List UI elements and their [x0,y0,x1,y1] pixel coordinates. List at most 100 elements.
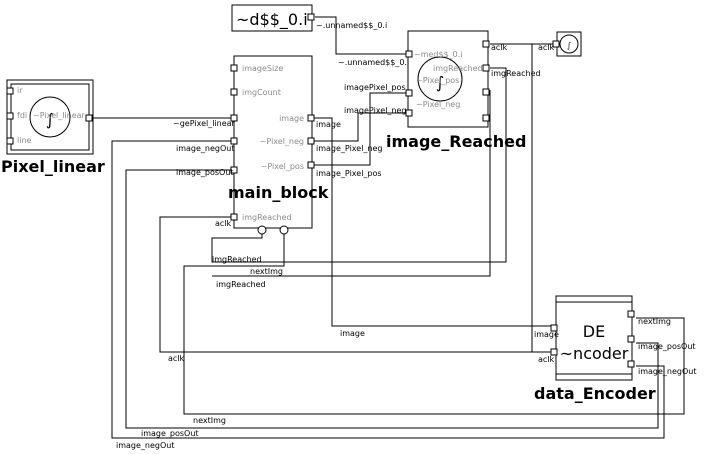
port-label-reached-pixel-neg: ~Pixel_neg [416,100,460,109]
clock-glyph: ∫ [567,41,571,50]
label-nextimg-out: nextImg [638,317,671,326]
port-label-unnamed: ~med$$_0.i [414,50,463,59]
port-reached-out-4[interactable] [482,114,490,122]
port-reached-aclk[interactable] [482,40,490,48]
main-block-title: main_block [228,183,329,202]
constant-frame [231,4,313,32]
port-reached-unnamed[interactable] [405,50,413,58]
label-image-negout-encoder: image_negOut [638,367,697,376]
port-imgreached-in[interactable] [257,225,267,235]
port-ir[interactable] [6,87,14,95]
pixel-linear-title: Pixel_linear [1,157,105,176]
port-encoder-posout[interactable] [627,335,635,343]
constant-text: ~d$$_0.i [236,10,308,30]
integral-icon [417,56,463,102]
integral-glyph: ∫ [46,110,54,129]
port-reached-imgreached[interactable] [482,64,490,72]
label-imgreached-1: imgReached [212,255,262,264]
port-nextimg-in[interactable] [279,225,289,235]
label-aclk-encoder: aclk [538,355,555,364]
label-image-pixel-neg: image_Pixel_neg [316,144,383,153]
port-pixel-pos-out[interactable] [307,161,315,169]
label-nextimg-1: nextImg [250,267,283,276]
integral-icon [29,96,71,138]
block-pixel-linear[interactable]: ∫ ir fdi line ~Pixel_linear Pixel_linear [1,79,105,176]
label-image-posout-bottom: image_posOut [141,429,199,438]
label-imagepixel-pos: imagePixel_pos [344,83,406,92]
encoder-text-ncoder: ~ncoder [560,344,629,363]
label-image-posout-encoder: image_posOut [638,342,696,351]
port-label-reached-imgreached: imgReached [433,64,483,73]
label-unnamed-top: ~.unnamed$$_0.i [316,21,387,30]
port-constant-out[interactable] [307,13,315,21]
main-block-frame [233,55,313,229]
port-label-image: image [279,114,304,123]
integral-glyph-reached: ∫ [436,73,444,92]
clock-icon [559,34,579,54]
signal-labels: ~.unnamed$$_0.i ~gePixel_linear image_ne… [116,43,697,450]
wire-aclk-main [159,216,552,353]
encoder-frame [555,295,633,381]
port-fdi[interactable] [6,112,14,120]
label-image-encoder: image [534,330,559,339]
port-image-out[interactable] [307,114,315,122]
port-imagesize[interactable] [230,64,238,72]
port-label-fdi: fdi [17,111,27,120]
port-label-imagesize: imageSize [242,64,283,73]
label-imgreached-right: imgReached [491,69,541,78]
wire-pixel-pos [312,92,410,166]
label-imgreached-2: imgReached [216,280,266,289]
wire-pixel-neg [312,112,410,142]
wire-imgreached-2 [212,90,491,277]
port-label-reached-pixel-pos: ~Pixel_pos [416,76,459,85]
block-image-reached[interactable]: ∫ ~med$$_0.i imgReached ~Pixel_pos ~Pixe… [386,30,526,151]
label-image-long: image [340,329,365,338]
wire-image-negout [111,140,665,439]
label-aclk-clock: aclk [538,43,555,52]
port-main-aclk[interactable] [230,213,238,221]
port-reached-pixel-pos[interactable] [405,89,413,97]
block-main[interactable]: imageSize imgCount image ~Pixel_neg ~Pix… [228,55,329,235]
wire-nextimg [183,228,685,415]
wire-imgreached [211,67,507,263]
port-main-posout[interactable] [230,166,238,174]
port-main-in[interactable] [230,114,238,122]
label-image-posout: image_posOut [176,168,234,177]
block-data-encoder[interactable]: DE ~ncoder data_Encoder [534,295,656,403]
image-reached-title: image_Reached [386,132,526,151]
port-encoder-nextimg[interactable] [627,310,635,318]
label-aclk-main: aclk [215,219,232,228]
port-pixel-linear-out[interactable] [85,114,93,122]
port-line[interactable] [6,137,14,145]
clock-frame [556,31,582,57]
port-encoder-aclk[interactable] [550,348,558,356]
port-imgcount[interactable] [230,88,238,96]
label-aclk-bottom: aclk [168,354,185,363]
port-clock-in[interactable] [552,40,560,48]
port-label-pixel-pos: ~Pixel_pos [261,162,304,171]
label-imagepixel-neg: imagePixel_neg [344,106,407,115]
block-clock[interactable]: ∫ [552,31,582,57]
port-encoder-image[interactable] [550,324,558,332]
image-reached-frame [407,30,489,128]
block-constant[interactable]: ~d$$_0.i ~.unnamed$$_0.i [231,4,387,32]
port-reached-pixel-neg[interactable] [405,109,413,117]
port-main-negout[interactable] [230,137,238,145]
wire-image-posout [125,169,659,429]
port-label-imgreached: imgReached [242,213,292,222]
port-pixel-neg-out[interactable] [307,137,315,145]
label-gepixel-linear: ~gePixel_linear [173,119,236,128]
port-label-line: line [17,136,32,145]
port-label-ir: ir [17,86,23,95]
encoder-text-de: DE [583,322,605,341]
label-image-main: image [316,120,341,129]
label-aclk-reached: aclk [491,43,508,52]
label-nextimg-2: nextImg [193,416,226,425]
wire-constant [315,16,410,55]
port-reached-out-3[interactable] [482,88,490,96]
label-unnamed-mid: ~.unnamed$$_0.i [338,58,409,67]
port-encoder-negout[interactable] [627,360,635,368]
port-label-imgcount: imgCount [242,88,281,97]
pixel-linear-inner-label: ~Pixel_linear [33,111,86,120]
